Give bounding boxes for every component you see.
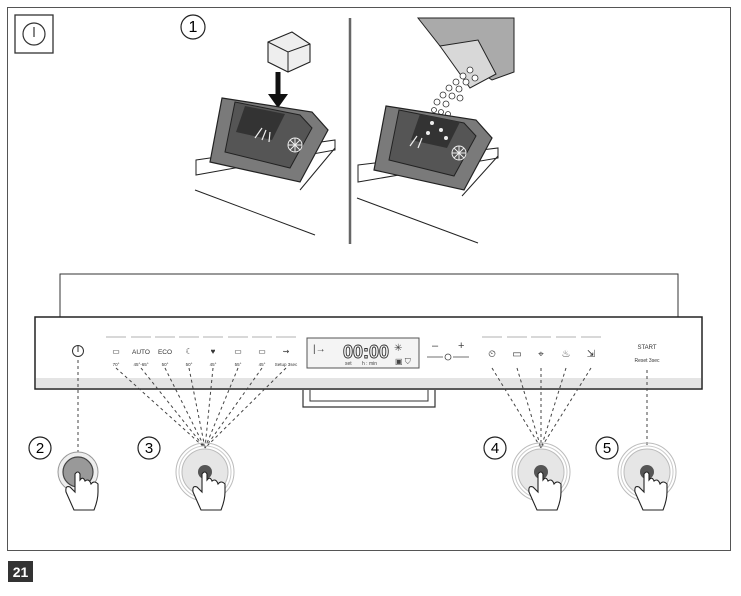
half-load-option-icon: ⇲	[587, 349, 595, 360]
display-salt-indicator-icon: ✳	[394, 343, 402, 354]
step-3-label: 3	[145, 440, 153, 457]
start-button[interactable]: START Reset 3sec	[634, 345, 660, 364]
step-4-label: 4	[491, 440, 499, 457]
program-buttons: ▭ 70° AUTO 45°-65° ECO 50° ☾ 50° ♥ 45° ▭ 55° ▭ 45° ⇝ Se…	[106, 336, 298, 367]
auto-program-icon: AUTO	[132, 349, 150, 356]
step-5-label: 5	[603, 440, 611, 457]
step-3-marker: 3	[137, 436, 161, 460]
program-temp-label: 50°	[186, 362, 193, 367]
rinse-program-icon: ▭	[258, 347, 266, 356]
guide-line-program-7	[204, 367, 263, 449]
guide-line-option-4	[540, 367, 567, 449]
press-program-button[interactable]	[175, 442, 235, 511]
guide-line-option-1	[491, 367, 542, 449]
eco-program-icon: ECO	[158, 349, 172, 356]
night-program-icon: ☾	[185, 347, 192, 356]
guide-lines	[77, 360, 648, 452]
time-display: |→ 00:00 set h : min ✳ ▣ ⛉	[306, 337, 420, 369]
press-start-button[interactable]	[617, 442, 677, 511]
step-1-marker: 1	[180, 14, 206, 40]
guide-line-program-6	[204, 367, 239, 449]
pre-wash-icon: ▭	[112, 347, 120, 356]
program-temp-label: 45°	[259, 362, 266, 367]
step-1-label: 1	[189, 19, 198, 36]
program-button-7[interactable]: ▭ 45°	[252, 336, 272, 367]
program-temp-label: 55°	[235, 362, 242, 367]
minus-button[interactable]: –	[432, 340, 439, 352]
option-buttons: ⏲ ▭ ⌖ ♨ ⇲	[482, 336, 601, 360]
program-button-3[interactable]: ECO 50°	[155, 336, 175, 367]
program-button-4[interactable]: ☾ 50°	[179, 336, 199, 367]
display-set-label: set	[345, 361, 352, 367]
program-button-6[interactable]: ▭ 55°	[228, 336, 248, 367]
press-option-button[interactable]	[511, 442, 571, 511]
program-button-5[interactable]: ♥ 45°	[203, 336, 223, 367]
quick-1h-program-icon: ▭	[234, 347, 242, 356]
minus-plus-control: – +	[427, 340, 469, 361]
program-button-2[interactable]: AUTO 45°-65°	[131, 336, 151, 367]
option-button-5[interactable]: ⇲	[581, 336, 601, 360]
step-4-marker: 4	[483, 436, 507, 460]
salt-pouring-illustration	[356, 17, 515, 244]
step-2-marker: 2	[28, 436, 52, 460]
program-temp-label: 45°-65°	[133, 362, 148, 367]
pointing-hand-icon	[634, 471, 668, 511]
program-button-1[interactable]: ▭ 70°	[106, 336, 126, 367]
option-button-3[interactable]: ⌖	[531, 336, 551, 360]
guide-line-option-5	[540, 367, 592, 449]
display-time: 00:00	[343, 342, 389, 362]
guide-line-option-2	[516, 367, 542, 449]
pointing-hand-icon	[192, 471, 226, 511]
display-hmin-label: h : min	[362, 361, 377, 367]
option-button-1[interactable]: ⏲	[482, 336, 502, 360]
figure-number: 21	[8, 561, 33, 582]
setup-program-icon: ⇝	[283, 347, 290, 356]
pointing-hand-icon	[65, 471, 99, 511]
program-button-8[interactable]: ⇝ Setup 3sec	[275, 336, 298, 367]
step-2-label: 2	[36, 440, 44, 457]
guide-line-program-4	[188, 367, 206, 449]
figure-frame	[7, 7, 731, 551]
delay-start-option-icon: ⏲	[488, 349, 496, 360]
dishwasher-door-outline	[59, 273, 679, 318]
detergent-tablet-illustration	[194, 31, 336, 236]
plus-button[interactable]: +	[458, 340, 464, 352]
program-temp-label: 70°	[113, 362, 120, 367]
display-arrow-icon: |→	[313, 344, 326, 355]
option-button-2[interactable]: ▭	[507, 336, 527, 360]
program-temp-label: 50°	[162, 362, 169, 367]
power-symbol-box	[14, 14, 54, 54]
press-power-button[interactable]	[57, 451, 99, 511]
guide-line-program-5	[204, 367, 214, 449]
panel-power-button[interactable]	[72, 345, 84, 357]
guide-line-program-3	[164, 367, 206, 449]
program-temp-label: Setup 3sec	[275, 362, 298, 367]
step-5-marker: 5	[595, 436, 619, 460]
guide-line-program-2	[140, 367, 206, 449]
guide-line-program-8	[204, 367, 287, 449]
guide-line-program-1	[115, 367, 206, 449]
press-buttons	[57, 442, 677, 511]
glass-program-icon: ♥	[211, 347, 216, 356]
program-temp-label: 45°	[210, 362, 217, 367]
extra-hygiene-option-icon: ⌖	[538, 349, 544, 360]
reset-label: Reset 3sec	[634, 358, 660, 364]
zone-option-icon: ♨	[562, 349, 571, 360]
option-button-4[interactable]: ♨	[556, 336, 576, 360]
start-label: START	[637, 345, 656, 351]
pointing-hand-icon	[528, 471, 562, 511]
extra-dry-option-icon: ▭	[512, 349, 521, 360]
display-rinse-indicator-icon: ▣ ⛉	[395, 357, 411, 366]
